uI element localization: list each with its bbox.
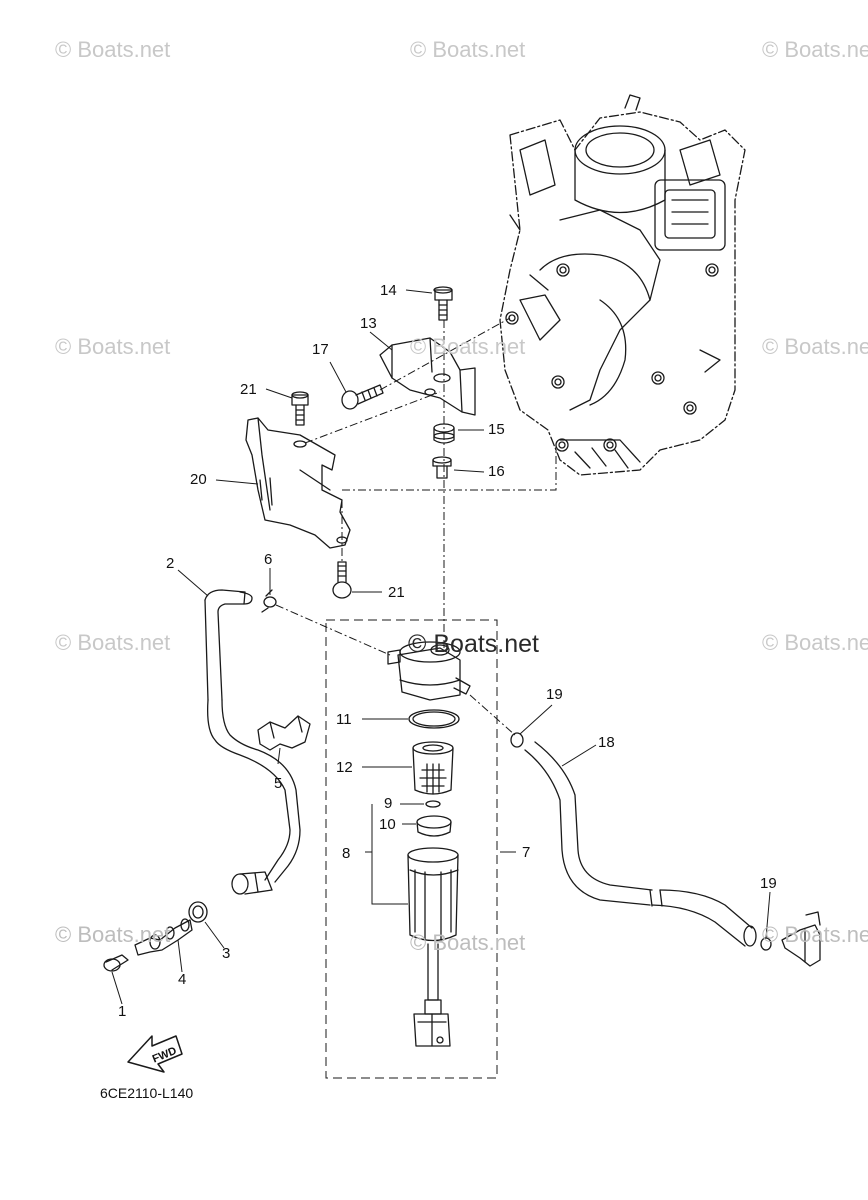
fwd-label: FWD (151, 1045, 179, 1066)
callout-1: 1 (118, 1003, 127, 1020)
watermark-bottom-right: © Boats.net (762, 922, 868, 947)
element-12 (412, 741, 454, 795)
watermark-mid-left: © Boats.net (55, 334, 171, 359)
leader-1 (111, 971, 123, 1005)
callout-5: 5 (274, 775, 283, 792)
leader-19b (765, 891, 771, 939)
leader-4 (177, 939, 183, 973)
fwd-arrow (127, 1035, 183, 1073)
watermark-bottom-left: © Boats.net (55, 922, 171, 947)
callout-13: 13 (360, 315, 377, 332)
engine-block (499, 94, 746, 476)
leader-13 (369, 331, 393, 351)
leader-14 (405, 289, 433, 294)
watermark-low-right: © Boats.net (762, 630, 868, 655)
callout-20: 20 (190, 471, 207, 488)
fitting-1 (103, 954, 129, 972)
callout-6: 6 (264, 551, 273, 568)
bracket-13 (379, 337, 476, 416)
callout-21b: 21 (388, 584, 405, 601)
leader-20 (215, 479, 259, 485)
callout-18: 18 (598, 734, 615, 751)
leader-19a (519, 704, 553, 735)
leader-17 (329, 361, 347, 393)
watermark-top-middle: © Boats.net (410, 37, 526, 62)
leader-18 (561, 744, 597, 767)
leader-8 (365, 804, 408, 905)
assembly-line-block (342, 445, 557, 491)
filter-head (387, 641, 471, 701)
leader-16 (453, 469, 485, 473)
bolt-21-upper (291, 391, 309, 426)
leader-3 (204, 921, 225, 949)
callout-2: 2 (166, 555, 175, 572)
callout-8: 8 (342, 845, 351, 862)
watermark-top-right: © Boats.net (762, 37, 868, 62)
leader-5 (277, 747, 281, 765)
o-ring-11 (408, 709, 460, 729)
callout-16: 16 (488, 463, 505, 480)
leader-21a (265, 388, 293, 399)
callout-19b: 19 (760, 875, 777, 892)
callout-7: 7 (522, 844, 531, 861)
bowl-8 (407, 847, 459, 1047)
assembly-line-clip (275, 604, 391, 656)
filter-assembly-box (325, 619, 498, 1079)
joint-4 (134, 918, 193, 956)
callout-17: 17 (312, 341, 329, 358)
callout-19a: 19 (546, 686, 563, 703)
hose-18 (510, 732, 821, 967)
callout-21a: 21 (240, 381, 257, 398)
watermark-mid-middle: © Boats.net (410, 334, 526, 359)
callout-3: 3 (222, 945, 231, 962)
bolt-21-lower (332, 561, 352, 599)
watermark-bottom-middle: © Boats.net (410, 930, 526, 955)
ring-9 (425, 800, 441, 808)
assembly-line-bracket (379, 317, 511, 391)
hose-2 (204, 589, 301, 895)
callout-4: 4 (178, 971, 187, 988)
callout-9: 9 (384, 795, 393, 812)
float-10 (416, 815, 452, 837)
callout-14: 14 (380, 282, 397, 299)
collar-16 (432, 456, 452, 479)
watermark-low-left: © Boats.net (55, 630, 171, 655)
callout-12: 12 (336, 759, 353, 776)
clamp-3 (188, 901, 208, 923)
clip-5 (257, 715, 311, 751)
clip-6 (261, 589, 277, 613)
callout-15: 15 (488, 421, 505, 438)
watermark-center: © Boats.net (408, 630, 539, 658)
assembly-line-hose18 (469, 694, 516, 736)
bolt-14 (433, 286, 453, 321)
diagram-code: 6CE2110-L140 (100, 1085, 194, 1101)
callout-10: 10 (379, 816, 396, 833)
callout-11: 11 (336, 711, 352, 728)
leader-2 (177, 569, 209, 597)
watermark-top-left: © Boats.net (55, 37, 171, 62)
cover-20 (245, 417, 351, 549)
watermark-mid-right: © Boats.net (762, 334, 868, 359)
